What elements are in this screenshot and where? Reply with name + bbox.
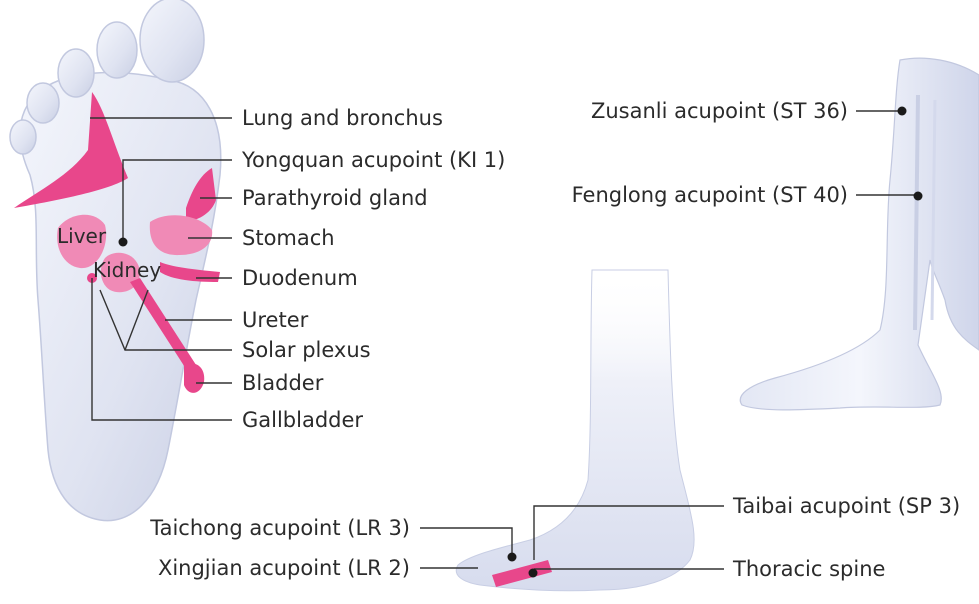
- callout-taichong: Taichong acupoint (LR 3): [150, 518, 410, 539]
- callout-duodenum: Duodenum: [242, 268, 358, 289]
- yongquan-point: [119, 238, 128, 247]
- callout-gallbladder: Gallbladder: [242, 410, 363, 431]
- toe-4: [27, 83, 59, 123]
- callout-lung-bronchus: Lung and bronchus: [242, 108, 443, 129]
- callout-parathyroid: Parathyroid gland: [242, 188, 428, 209]
- taichong-point: [508, 553, 517, 562]
- fenglong-point: [914, 192, 923, 201]
- callout-taibai: Taibai acupoint (SP 3): [733, 496, 960, 517]
- toe-5: [10, 120, 36, 154]
- callout-zusanli: Zusanli acupoint (ST 36): [591, 101, 848, 122]
- callout-stomach: Stomach: [242, 228, 335, 249]
- bladder-zone: [184, 363, 204, 393]
- callout-solar-plexus: Solar plexus: [242, 340, 371, 361]
- callout-yongquan: Yongquan acupoint (KI 1): [242, 150, 505, 171]
- front-leg-outline: [456, 270, 694, 591]
- liver-label: Liver: [57, 226, 106, 246]
- front-leg-illustration: [456, 270, 694, 591]
- toe-3: [58, 49, 94, 97]
- callout-ureter: Ureter: [242, 310, 308, 331]
- big-toe: [140, 0, 204, 82]
- callout-xingjian: Xingjian acupoint (LR 2): [158, 558, 410, 579]
- callout-fenglong: Fenglong acupoint (ST 40): [572, 185, 848, 206]
- kidney-label: Kidney: [93, 260, 161, 280]
- toe-2: [97, 22, 137, 78]
- callout-thoracic-spine: Thoracic spine: [733, 559, 885, 580]
- taibai-point: [529, 569, 538, 578]
- sole-outline: [20, 72, 221, 520]
- callout-bladder: Bladder: [242, 373, 323, 394]
- zusanli-point: [898, 107, 907, 116]
